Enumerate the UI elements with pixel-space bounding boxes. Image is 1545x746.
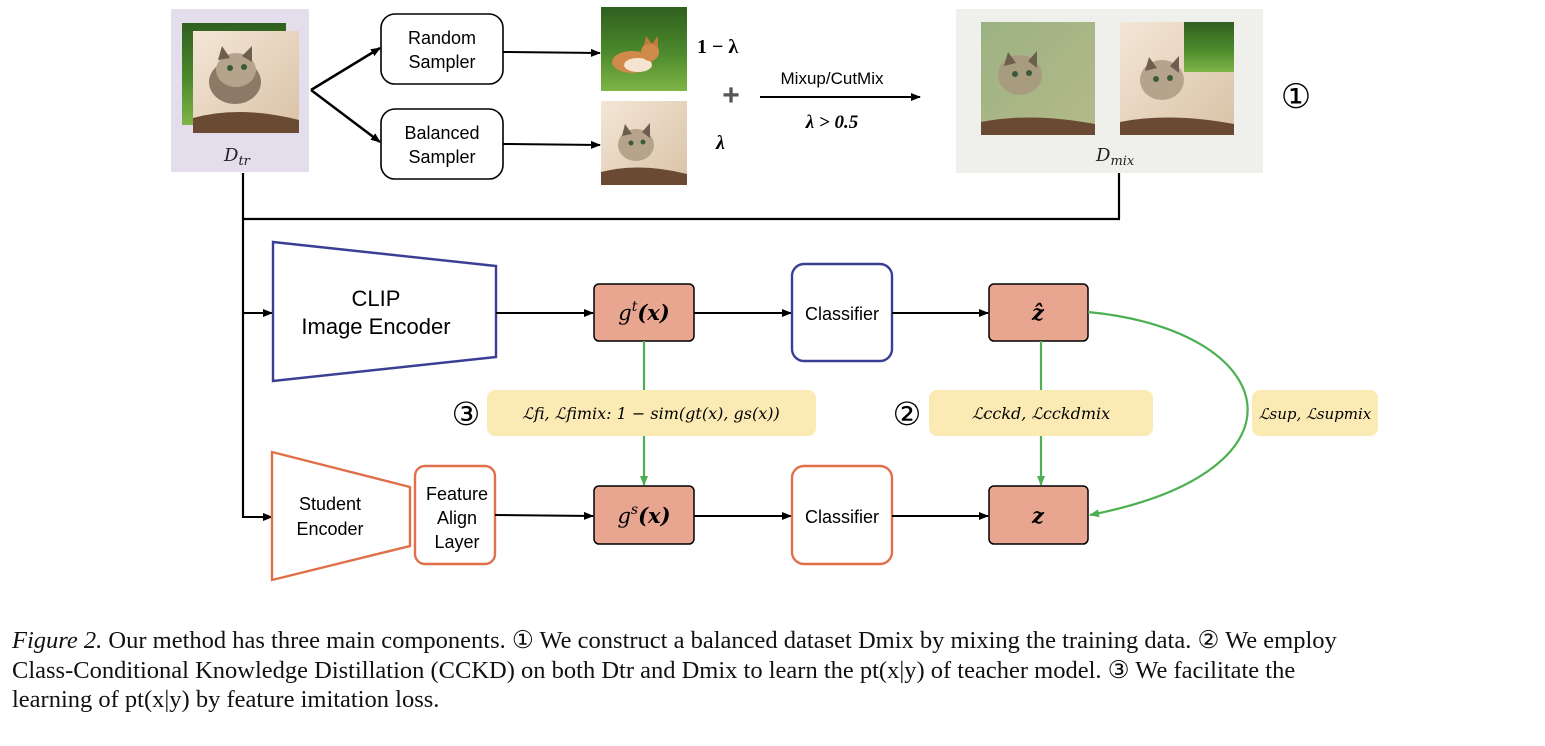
- student-encoder-line1: Student: [299, 494, 361, 514]
- circle-2-marker: ②: [893, 396, 922, 432]
- clip-encoder-line2: Image Encoder: [301, 314, 450, 339]
- teacher-feature-label: gt(x): [618, 299, 670, 325]
- cat-image-small: [601, 101, 687, 185]
- fi-loss-box: [487, 390, 816, 436]
- clip-encoder-line1: CLIP: [352, 286, 401, 311]
- arrow-align-to-gs: [494, 511, 594, 520]
- student-encoder-line2: Encoder: [296, 519, 363, 539]
- balanced-sampler-line1: Balanced: [404, 123, 479, 143]
- cckd-loss-box: [929, 390, 1153, 436]
- arrow-to-random-sampler: [310, 46, 381, 92]
- arrow-to-balanced-sampler: [310, 89, 381, 143]
- cat-image: [193, 31, 299, 133]
- cutmix-image: [1120, 22, 1234, 135]
- mixed-dataset-label: Dmix: [1095, 145, 1135, 169]
- arrow-balanced-to-image: [502, 140, 601, 149]
- sup-loss-label: ℒsup, ℒsupmix: [1259, 405, 1372, 423]
- dataset-image-stack: [182, 23, 299, 133]
- cckd-loss-label: ℒcckd, ℒcckdmix: [972, 404, 1110, 423]
- random-sampler-line2: Sampler: [408, 52, 475, 72]
- student-feature-label: gs(x): [617, 502, 670, 528]
- fi-loss-label: ℒfi, ℒfimix: 1 − sim(gt(x), gs(x)): [522, 404, 779, 423]
- dataset-label: Dtr: [223, 145, 251, 169]
- one-minus-lambda: 1 − λ: [697, 36, 738, 58]
- mix-op-label: Mixup/CutMix: [781, 69, 884, 88]
- random-sampler-box: [380, 13, 504, 85]
- sup-loss-box: [1252, 390, 1378, 436]
- clip-encoder-shape: [271, 240, 498, 383]
- dog-image: [601, 7, 687, 91]
- feature-align-line2: Align: [437, 508, 477, 528]
- teacher-classifier-label: Classifier: [805, 304, 879, 324]
- figure-caption: Figure 2. Our method has three main comp…: [12, 626, 1537, 715]
- caption-text-1: Our method has three main components. ① …: [108, 627, 1337, 654]
- figure-number: Figure 2.: [12, 627, 103, 654]
- caption-line-1: Figure 2. Our method has three main comp…: [12, 626, 1537, 656]
- arrow-random-to-image: [502, 48, 601, 57]
- student-output-box: [988, 485, 1089, 545]
- caption-line-2: Class-Conditional Knowledge Distillation…: [12, 656, 1296, 684]
- mixup-image: [981, 22, 1095, 135]
- circle-1-marker: ①: [1281, 78, 1311, 116]
- lambda-condition: λ > 0.5: [805, 112, 859, 133]
- circle-3-marker: ③: [452, 396, 481, 432]
- student-encoder-shape: [270, 450, 412, 582]
- balanced-sampler-box: [380, 108, 504, 180]
- teacher-output-label: ẑ: [1031, 300, 1045, 325]
- random-sampler-line1: Random: [408, 28, 476, 48]
- plus-sign: +: [722, 79, 740, 112]
- sup-loss-curve: [1087, 310, 1249, 518]
- feature-align-line1: Feature: [426, 484, 488, 504]
- balanced-sampler-line2: Sampler: [408, 147, 475, 167]
- student-output-label: z: [1031, 503, 1045, 528]
- caption-line-3: learning of pt(x|y) by feature imitation…: [12, 686, 440, 713]
- lambda-label: λ: [715, 132, 725, 154]
- student-classifier-label: Classifier: [805, 507, 879, 527]
- feature-align-line3: Layer: [434, 532, 479, 552]
